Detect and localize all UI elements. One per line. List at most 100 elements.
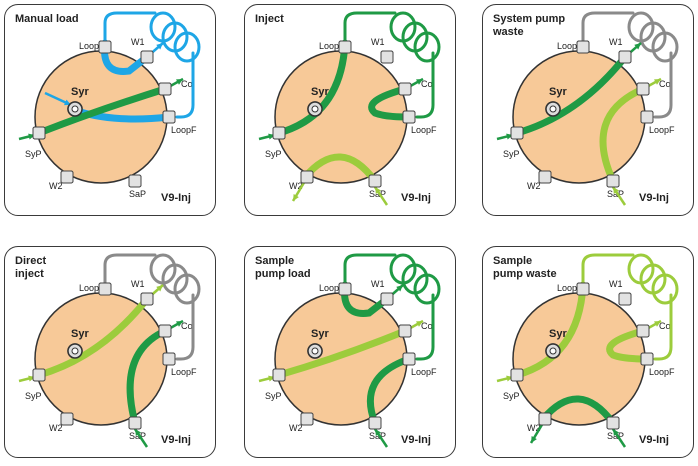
port-cap-loopF (162, 110, 176, 124)
loop-tube (653, 293, 673, 361)
flow-path-light-green (606, 327, 651, 363)
port-cap-loopE (576, 282, 590, 296)
arrow-sap (611, 186, 627, 206)
port-label-sap: SaP (129, 189, 146, 199)
port-cap-w1 (380, 292, 394, 306)
syringe-label: Syr (71, 86, 89, 98)
loop-coil-turn (173, 31, 201, 63)
port-cap-syp (272, 126, 286, 140)
port-cap-w1 (618, 50, 632, 64)
port-cap-loopF (402, 352, 416, 366)
panel-title-line: Manual load (15, 13, 79, 25)
arrow-head (613, 429, 620, 436)
flow-paths (258, 253, 441, 448)
flow-paths (258, 11, 441, 206)
sample-loop-coil (343, 253, 441, 361)
arrow-head (293, 194, 299, 201)
loop-tube (343, 11, 397, 45)
arrow-head (156, 285, 163, 292)
port-label-w2: W2 (289, 423, 303, 433)
port-cap-syp (510, 368, 524, 382)
arrow-head (416, 321, 423, 327)
arrow-head (531, 436, 537, 443)
port-cap-w2 (300, 170, 314, 184)
loop-coil-turn (173, 273, 201, 305)
panel-title: Manual load (15, 13, 135, 26)
syringe-port-cap-inner (549, 347, 557, 355)
port-label-loopE: LoopE (79, 283, 105, 293)
port-overlay (510, 40, 654, 188)
port-label-w1: W1 (609, 279, 623, 289)
port-label-col: Col (181, 79, 195, 89)
flow-path-light-green (301, 153, 379, 185)
port-cap-sap (606, 416, 620, 430)
port-label-loopF: LoopF (649, 367, 675, 377)
flow-paths (18, 11, 201, 141)
port-label-sap: SaP (369, 189, 386, 199)
port-label-loopF: LoopF (411, 125, 437, 135)
port-cap-loopF (640, 352, 654, 366)
port-cap-col (158, 324, 172, 338)
flow-path-dark-green (367, 355, 413, 427)
port-cap-w1 (618, 292, 632, 306)
loop-tube (103, 253, 157, 287)
port-label-loopF: LoopF (171, 367, 197, 377)
port-overlay (32, 40, 176, 188)
loop-tube (343, 253, 397, 287)
panel-title: Inject (255, 13, 375, 26)
panel-title-line: inject (15, 268, 44, 280)
port-label-loopF: LoopF (171, 125, 197, 135)
port-cap-loopE (338, 40, 352, 54)
loop-tube (653, 51, 673, 119)
flow-path-dark-green (513, 53, 629, 137)
syringe-port-cap-inner (71, 105, 79, 113)
syringe-label: Syr (311, 328, 329, 340)
port-label-w2: W2 (289, 181, 303, 191)
port-label-col: Col (181, 321, 195, 331)
valve-body (274, 292, 408, 426)
arrow-head (634, 43, 641, 50)
port-label-syp: SyP (25, 149, 42, 159)
port-label-syp: SyP (503, 149, 520, 159)
port-cap-syp (32, 368, 46, 382)
arrow-head (156, 43, 163, 50)
panel-title-line: Inject (255, 13, 284, 25)
port-label-w1: W1 (131, 37, 145, 47)
sample-loop-coil (581, 253, 679, 361)
flow-path-dark-green (275, 39, 349, 137)
arrow-w2 (291, 180, 307, 202)
port-cap-sap (606, 174, 620, 188)
loop-tube (581, 11, 635, 45)
port-label-w2: W2 (527, 181, 541, 191)
port-label-col: Col (421, 321, 435, 331)
port-cap-w2 (538, 412, 552, 426)
port-cap-loopE (338, 282, 352, 296)
port-label-w1: W1 (131, 279, 145, 289)
arrow-head (654, 321, 661, 327)
port-cap-w2 (300, 412, 314, 426)
port-cap-col (398, 324, 412, 338)
port-cap-loopE (576, 40, 590, 54)
loop-coil-turn (413, 31, 441, 63)
port-label-syp: SyP (25, 391, 42, 401)
port-cap-w2 (60, 412, 74, 426)
port-label-syp: SyP (265, 149, 282, 159)
port-label-sap: SaP (369, 431, 386, 441)
port-label-syp: SyP (265, 391, 282, 401)
valve-name: V9-Inj (639, 192, 669, 204)
valve-name: V9-Inj (401, 192, 431, 204)
port-cap-col (158, 82, 172, 96)
arrow-head (64, 99, 71, 106)
flow-path-light-green (275, 327, 409, 379)
